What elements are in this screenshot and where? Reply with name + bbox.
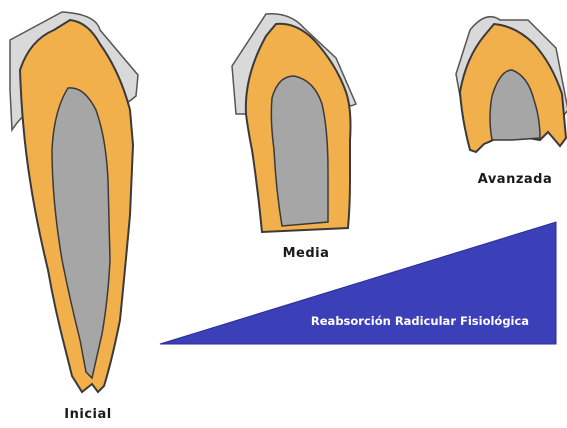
progress-wedge-label: Reabsorción Radicular Fisiológica (311, 314, 529, 328)
stage-label-advanced: Avanzada (478, 172, 553, 187)
stage-label-initial: Inicial (64, 407, 111, 422)
stage-label-medium: Media (283, 246, 330, 261)
tooth-medium-pulp (271, 76, 328, 226)
progress-wedge: Reabsorción Radicular Fisiológica (160, 222, 556, 344)
tooth-initial (10, 12, 138, 392)
tooth-medium (232, 14, 356, 232)
tooth-advanced (456, 17, 567, 152)
